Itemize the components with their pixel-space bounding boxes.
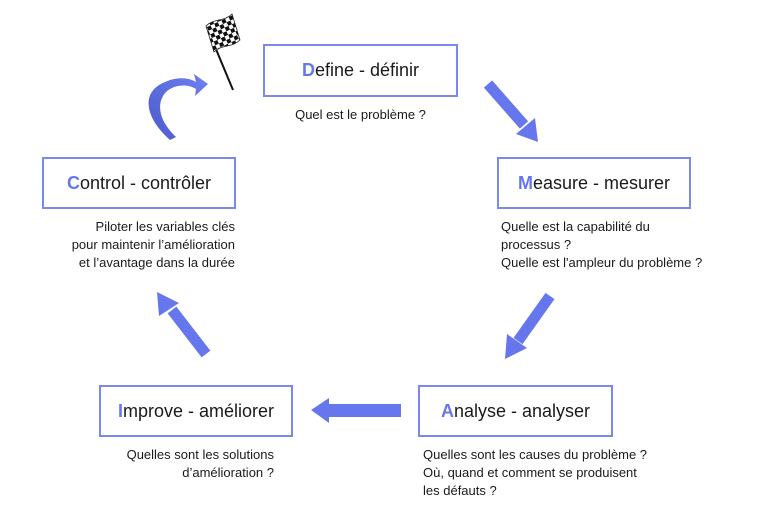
description-line: processus ? — [501, 237, 572, 252]
arrow-define-to-measure — [483, 80, 538, 142]
step-analyse-description: Quelles sont les causes du problème ? Où… — [423, 446, 647, 500]
step-analyse-label: nalyse - analyser — [453, 400, 591, 421]
step-define-description: Quel est le problème ? — [263, 106, 458, 124]
description-line: Piloter les variables clés — [95, 219, 235, 234]
step-define-label: efine - définir — [314, 60, 420, 80]
step-improve-label: mprove - améliorer — [122, 400, 275, 421]
description-line: Quelles sont les solutions — [126, 447, 274, 462]
arrow-improve-to-control — [157, 292, 211, 358]
step-improve-initial: I — [117, 400, 123, 421]
arrow-analyse-to-improve — [311, 398, 401, 423]
description-line: Quelles sont les causes du problème ? — [423, 447, 648, 462]
arrow-control-to-define-curved — [148, 74, 208, 140]
description-line: Quelle est la capabilité du — [501, 219, 650, 234]
checkered-flag-icon — [205, 13, 241, 91]
description-line: Quel est le problème ? — [295, 107, 426, 122]
description-line: les défauts ? — [423, 483, 497, 498]
description-line: Où, quand et comment se produisent — [423, 465, 637, 480]
arrow-measure-to-analyse — [505, 292, 555, 359]
step-control-description: Piloter les variables clés pour mainteni… — [20, 218, 235, 272]
description-line: pour maintenir l’amélioration — [71, 237, 235, 252]
description-line: Quelle est l'ampleur du problème ? — [501, 255, 703, 270]
step-control-label: ontrol - contrôler — [79, 172, 212, 193]
description-line: d’amélioration ? — [182, 465, 274, 480]
step-measure-initial: M — [517, 172, 533, 193]
step-improve-description: Quelles sont les solutions d’amélioratio… — [60, 446, 274, 482]
step-analyse-initial: A — [440, 400, 454, 421]
step-measure-description: Quelle est la capabilité du processus ? … — [501, 218, 702, 272]
step-define-initial: D — [301, 60, 315, 80]
step-control-initial: C — [66, 172, 80, 193]
description-line: et l’avantage dans la durée — [78, 255, 235, 270]
step-measure-label: easure - mesurer — [532, 172, 671, 193]
